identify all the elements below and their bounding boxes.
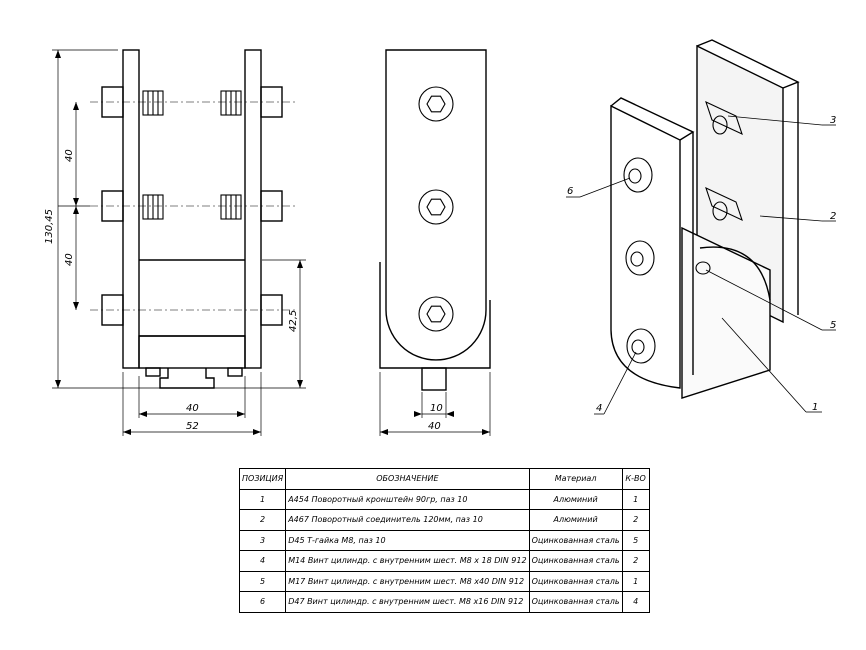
bom-header-quantity: К-ВО [621, 468, 650, 490]
bom-pos: 3 [238, 529, 287, 551]
callout-5: 5 [830, 320, 836, 331]
bom-header-designation: ОБОЗНАЧЕНИЕ [285, 468, 530, 490]
bom-qty: 5 [621, 529, 650, 551]
dimension-lines [52, 49, 491, 436]
bom-header-position: ПОЗИЦИЯ [238, 468, 287, 490]
bom-qty: 4 [621, 591, 650, 613]
technical-drawing: 130,45 40 40 42,5 40 52 10 40 3 2 6 5 4 … [44, 39, 836, 436]
bom-header-row: ПОЗИЦИЯ ОБОЗНАЧЕНИЕ Материал К-ВО [238, 468, 650, 490]
bom-qty: 1 [621, 570, 650, 592]
leader-lines [566, 115, 836, 415]
bom-name: М14 Винт цилиндр. с внутренним шест. М8 … [285, 550, 530, 572]
bill-of-materials: ПОЗИЦИЯ ОБОЗНАЧЕНИЕ Материал К-ВО 1 А454… [238, 468, 650, 613]
bom-name: А454 Поворотный кронштейн 90гр, паз 10 [285, 488, 530, 510]
dim-front-inner-width: 40 [186, 403, 199, 414]
callout-2: 2 [830, 211, 836, 222]
dim-front-outer-width: 52 [186, 421, 199, 432]
isometric-view [610, 39, 800, 399]
dim-lower-height: 42,5 [288, 310, 299, 332]
bom-header-material: Материал [528, 468, 623, 490]
bom-name: А467 Поворотный соединитель 120мм, паз 1… [285, 509, 530, 531]
bom-material: Оцинкованная сталь [528, 529, 623, 551]
front-view [90, 49, 296, 389]
table-row: 1 А454 Поворотный кронштейн 90гр, паз 10… [238, 488, 650, 510]
callout-6: 6 [567, 186, 573, 197]
table-row: 6 D47 Винт цилиндр. с внутренним шест. М… [238, 591, 650, 613]
bom-pos: 6 [238, 591, 287, 613]
bom-qty: 2 [621, 550, 650, 572]
callout-3: 3 [830, 115, 836, 126]
dim-overall-height: 130,45 [44, 209, 55, 244]
table-row: 5 М17 Винт цилиндр. с внутренним шест. М… [238, 570, 650, 592]
table-row: 4 М14 Винт цилиндр. с внутренним шест. М… [238, 550, 650, 572]
bom-pos: 2 [238, 509, 287, 531]
bom-material: Оцинкованная сталь [528, 550, 623, 572]
bom-material: Алюминий [528, 509, 623, 531]
bom-qty: 2 [621, 509, 650, 531]
dim-side-slot: 10 [430, 403, 443, 414]
callout-1: 1 [812, 402, 818, 413]
dim-pitch-lower: 40 [64, 253, 75, 266]
bom-pos: 4 [238, 550, 287, 572]
bom-material: Алюминий [528, 488, 623, 510]
callout-4: 4 [596, 403, 602, 414]
table-row: 3 D45 Т-гайка М8, паз 10 Оцинкованная ст… [238, 529, 650, 551]
bom-name: D47 Винт цилиндр. с внутренним шест. М8 … [285, 591, 530, 613]
side-view [379, 49, 491, 391]
bom-material: Оцинкованная сталь [528, 591, 623, 613]
bom-pos: 5 [238, 570, 287, 592]
bom-name: D45 Т-гайка М8, паз 10 [285, 529, 530, 551]
bom-material: Оцинкованная сталь [528, 570, 623, 592]
dim-pitch-upper: 40 [64, 149, 75, 162]
table-row: 2 А467 Поворотный соединитель 120мм, паз… [238, 509, 650, 531]
bom-qty: 1 [621, 488, 650, 510]
dim-side-width: 40 [428, 421, 441, 432]
bom-name: М17 Винт цилиндр. с внутренним шест. М8 … [285, 570, 530, 592]
bom-pos: 1 [238, 488, 287, 510]
